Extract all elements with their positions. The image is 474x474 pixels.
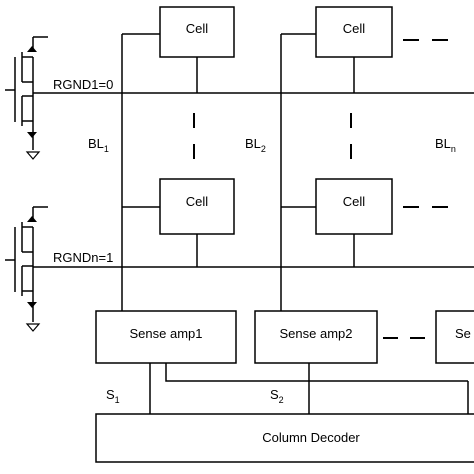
row1-driver-transistor — [5, 36, 122, 160]
cell-rown-col2 — [315, 178, 393, 235]
sense-amp-1 — [95, 310, 237, 364]
cell-rown-col1 — [159, 178, 235, 235]
column-decoder — [95, 413, 474, 463]
cell-row1-col2 — [315, 6, 393, 58]
select-1-label: S1 — [106, 387, 120, 405]
cell-row1-col1-label: Cell — [186, 21, 209, 36]
cell-row1-col2-label: Cell — [343, 21, 366, 36]
select-2-label: S2 — [270, 387, 284, 405]
cell-rown-col2-label: Cell — [343, 194, 366, 209]
cell-rown-col1-label: Cell — [186, 194, 209, 209]
column-decoder-label: Column Decoder — [262, 430, 360, 445]
cell-row1-col1 — [159, 6, 235, 58]
rown-driver-transistor — [5, 206, 122, 332]
sense-amp-n-label: Se — [455, 326, 471, 341]
row1-ground-label: RGND1=0 — [53, 77, 113, 92]
bitline-n-label: BLn — [435, 136, 456, 154]
continuation-dashes — [193, 39, 448, 339]
sense-amp-2 — [254, 310, 378, 364]
bitline-1-label: BL1 — [88, 136, 109, 154]
sense-amp-2-label: Sense amp2 — [280, 326, 353, 341]
sense-amp-1-label: Sense amp1 — [130, 326, 203, 341]
rown-ground-label: RGNDn=1 — [53, 250, 113, 265]
sense-amp-n — [435, 310, 474, 364]
select-line-2 — [165, 363, 468, 382]
bitline-2-label: BL2 — [245, 136, 266, 154]
